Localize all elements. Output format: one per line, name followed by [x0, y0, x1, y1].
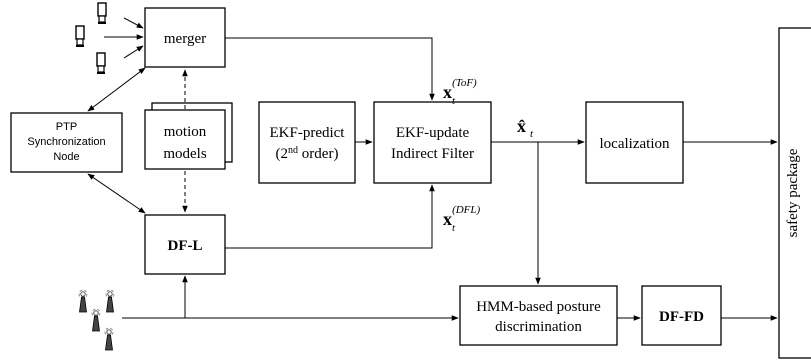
ptp-merger-link — [87, 67, 146, 112]
antenna-icon — [78, 289, 88, 313]
localization-label: localization — [600, 136, 670, 152]
merger-label: merger — [164, 31, 206, 47]
x-hat-label: x̂t — [517, 116, 534, 140]
ptp-label-line2: Synchronization — [27, 136, 105, 148]
x-dfl-label: xt(DFL) — [443, 204, 481, 234]
hmm-label-line2: discrimination — [495, 319, 582, 335]
localization-block: localization — [585, 101, 684, 184]
x-tof-label: xt(ToF) — [443, 77, 477, 107]
ptp-sync-node-block: PTP Synchronization Node — [10, 112, 123, 173]
ptp-dfl-link — [87, 173, 146, 214]
dfl-label: DF-L — [168, 238, 203, 254]
ekf-update-line1: EKF-update — [396, 125, 470, 141]
camera-arrow — [123, 17, 144, 29]
df-fd-block: DF-FD — [641, 285, 722, 346]
antenna-icon — [91, 308, 101, 332]
merger-block: merger — [144, 7, 226, 68]
ptp-label-line3: Node — [53, 151, 79, 163]
hmm-label-line1: HMM-based posture — [476, 299, 601, 315]
ekf-update-block: EKF-update Indirect Filter — [373, 101, 492, 184]
dfl-to-update-arrow — [225, 184, 435, 249]
antenna-icon — [105, 289, 115, 313]
ekf-predict-line2: (2nd order) — [276, 145, 339, 162]
motion-label-line2: models — [163, 146, 206, 162]
safety-label: safety package — [785, 148, 801, 237]
ekf-update-line2: Indirect Filter — [391, 146, 474, 162]
camera-icon — [97, 2, 107, 25]
motion-models-block: motion models — [144, 102, 233, 170]
antenna-icon — [104, 327, 114, 351]
ekf-predict-block: EKF-predict (2nd order) — [258, 101, 356, 184]
camera-arrow — [123, 45, 144, 59]
ptp-label-line1: PTP — [56, 121, 77, 133]
hmm-posture-block: HMM-based posture discrimination — [459, 285, 618, 346]
camera-icon — [96, 52, 106, 75]
safety-package-block: safety package — [778, 27, 811, 359]
df-l-block: DF-L — [144, 214, 226, 275]
ekf-predict-line1: EKF-predict — [270, 125, 346, 141]
merger-to-update-arrow — [225, 37, 435, 101]
dffd-label: DF-FD — [659, 309, 704, 325]
motion-label-line1: motion — [164, 124, 207, 140]
camera-icon — [75, 25, 85, 48]
